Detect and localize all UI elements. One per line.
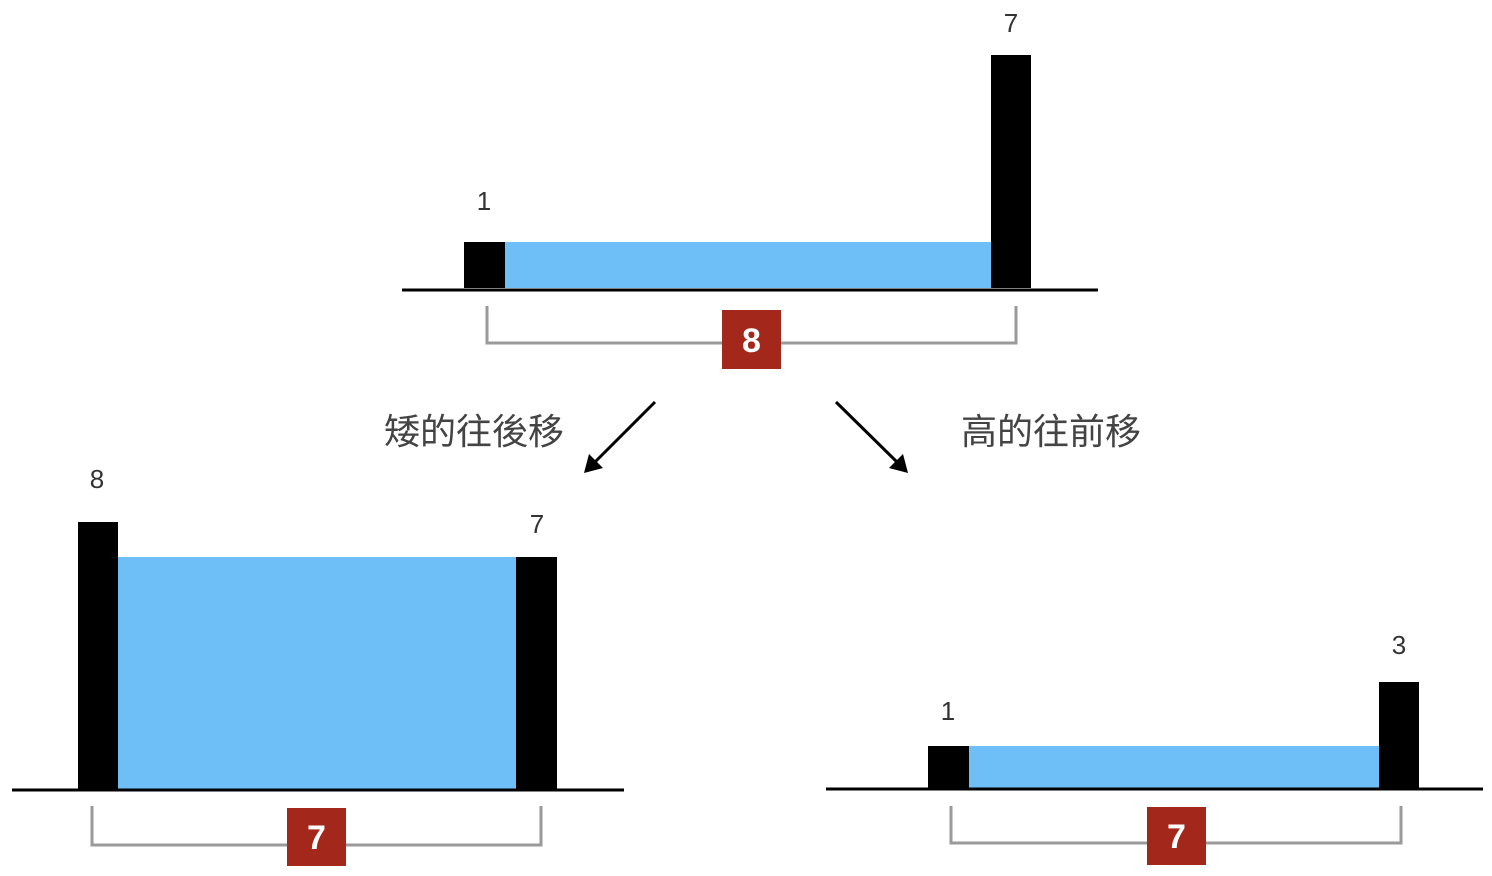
caption-left: 矮的往後移 <box>384 412 564 453</box>
right-bar <box>1379 682 1419 789</box>
left-bar-value: 1 <box>477 186 491 216</box>
arrow-right <box>834 400 908 473</box>
right-bar <box>516 557 557 789</box>
left-bar-value: 8 <box>90 464 104 494</box>
right-bar <box>991 55 1031 288</box>
panel-bottom-right: 1 3 7 <box>826 630 1483 865</box>
water-area <box>118 557 516 789</box>
panel-top: 1 7 8 <box>402 8 1098 369</box>
right-bar-value: 7 <box>1004 8 1018 38</box>
panel-bottom-left: 8 7 7 <box>12 464 624 866</box>
arrow-left <box>584 400 657 473</box>
width-badge <box>287 808 346 866</box>
left-bar <box>464 242 505 288</box>
width-badge-value: 7 <box>1167 818 1186 856</box>
width-badge-value: 7 <box>307 819 326 857</box>
right-bar-value: 7 <box>530 509 544 539</box>
water-area <box>969 746 1379 789</box>
left-bar-value: 1 <box>941 696 955 726</box>
left-bar <box>928 746 969 789</box>
water-area <box>505 242 991 288</box>
width-badge <box>722 310 781 369</box>
right-bar-value: 3 <box>1392 630 1406 660</box>
caption-right: 高的往前移 <box>961 412 1141 453</box>
width-badge-value: 8 <box>742 322 761 360</box>
left-bar <box>78 522 118 789</box>
width-badge <box>1147 807 1206 865</box>
